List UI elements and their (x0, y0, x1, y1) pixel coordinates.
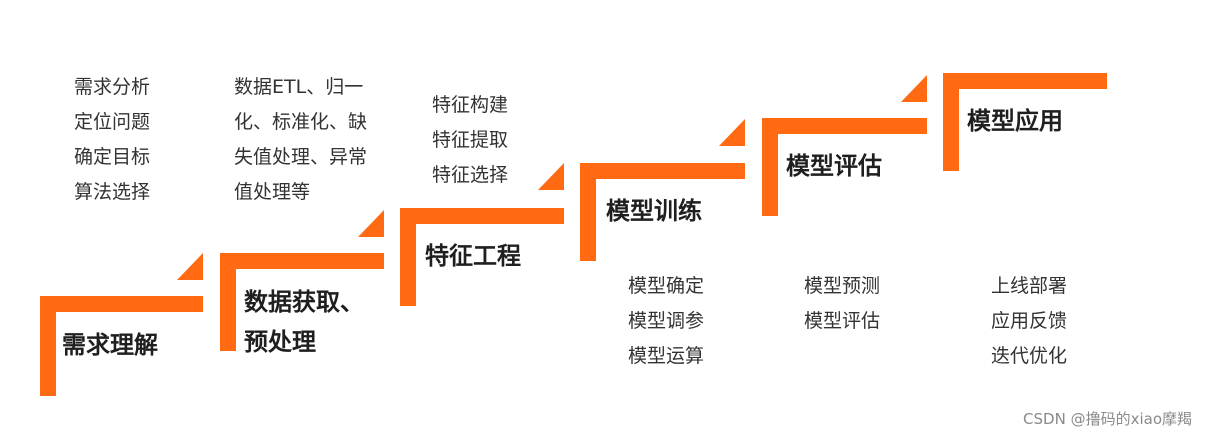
list-item: 特征提取 (432, 129, 509, 151)
step-4-triangle (719, 119, 745, 146)
step-3-title: 特征工程 (425, 242, 521, 270)
step-5-triangle (901, 75, 927, 102)
step-5-bracket-vertical (762, 118, 778, 216)
step-5-title: 模型评估 (786, 152, 882, 180)
step-4-bracket-vertical (580, 163, 596, 261)
list-item: 模型评估 (804, 310, 881, 332)
list-item: 上线部署 (991, 275, 1068, 297)
step-1-bracket-horizontal (40, 296, 203, 312)
step-1-title: 需求理解 (62, 331, 158, 359)
step-6-items: 上线部署 应用反馈 迭代优化 (991, 269, 1067, 374)
step-4-items: 模型确定 模型调参 模型运算 (628, 269, 704, 374)
list-item: 算法选择 (74, 181, 151, 203)
step-2-items: 数据ETL、归一 化、标准化、缺 失值处理、异常 值处理等 (234, 70, 367, 210)
step-3-bracket-horizontal (400, 208, 564, 224)
list-item: 特征选择 (432, 164, 509, 186)
step-6-title: 模型应用 (967, 107, 1063, 135)
step-5-bracket-horizontal (762, 118, 927, 134)
step-3-items: 特征构建 特征提取 特征选择 (432, 88, 508, 193)
step-5-items: 模型预测 模型评估 (804, 269, 880, 339)
list-item: 数据ETL、归一 (234, 76, 364, 98)
watermark: CSDN @撸码的xiao摩羯 (1023, 410, 1192, 428)
step-6-bracket-horizontal (943, 73, 1107, 89)
step-2-bracket-vertical (220, 253, 236, 351)
list-item: 值处理等 (234, 181, 311, 203)
step-6-bracket-vertical (943, 73, 959, 171)
list-item: 定位问题 (74, 111, 151, 133)
list-item: 模型预测 (804, 275, 881, 297)
step-4-bracket-horizontal (580, 163, 745, 179)
step-2-bracket-horizontal (220, 253, 384, 269)
list-item: 模型运算 (628, 345, 705, 367)
list-item: 失值处理、异常 (234, 146, 368, 168)
step-3-bracket-vertical (400, 208, 416, 306)
list-item: 模型调参 (628, 310, 705, 332)
list-item: 需求分析 (74, 76, 151, 98)
step-3-triangle (538, 163, 564, 190)
list-item: 迭代优化 (991, 345, 1068, 367)
step-1-triangle (177, 253, 203, 280)
step-4-title: 模型训练 (606, 197, 702, 225)
step-2-title: 数据获取、 预处理 (244, 288, 364, 356)
list-item: 应用反馈 (991, 310, 1068, 332)
list-item: 化、标准化、缺 (234, 111, 368, 133)
step-2-triangle (358, 210, 384, 237)
step-1-bracket-vertical (40, 296, 56, 396)
step-1-items: 需求分析 定位问题 确定目标 算法选择 (74, 70, 150, 210)
list-item: 特征构建 (432, 94, 509, 116)
list-item: 模型确定 (628, 275, 705, 297)
list-item: 确定目标 (74, 146, 151, 168)
